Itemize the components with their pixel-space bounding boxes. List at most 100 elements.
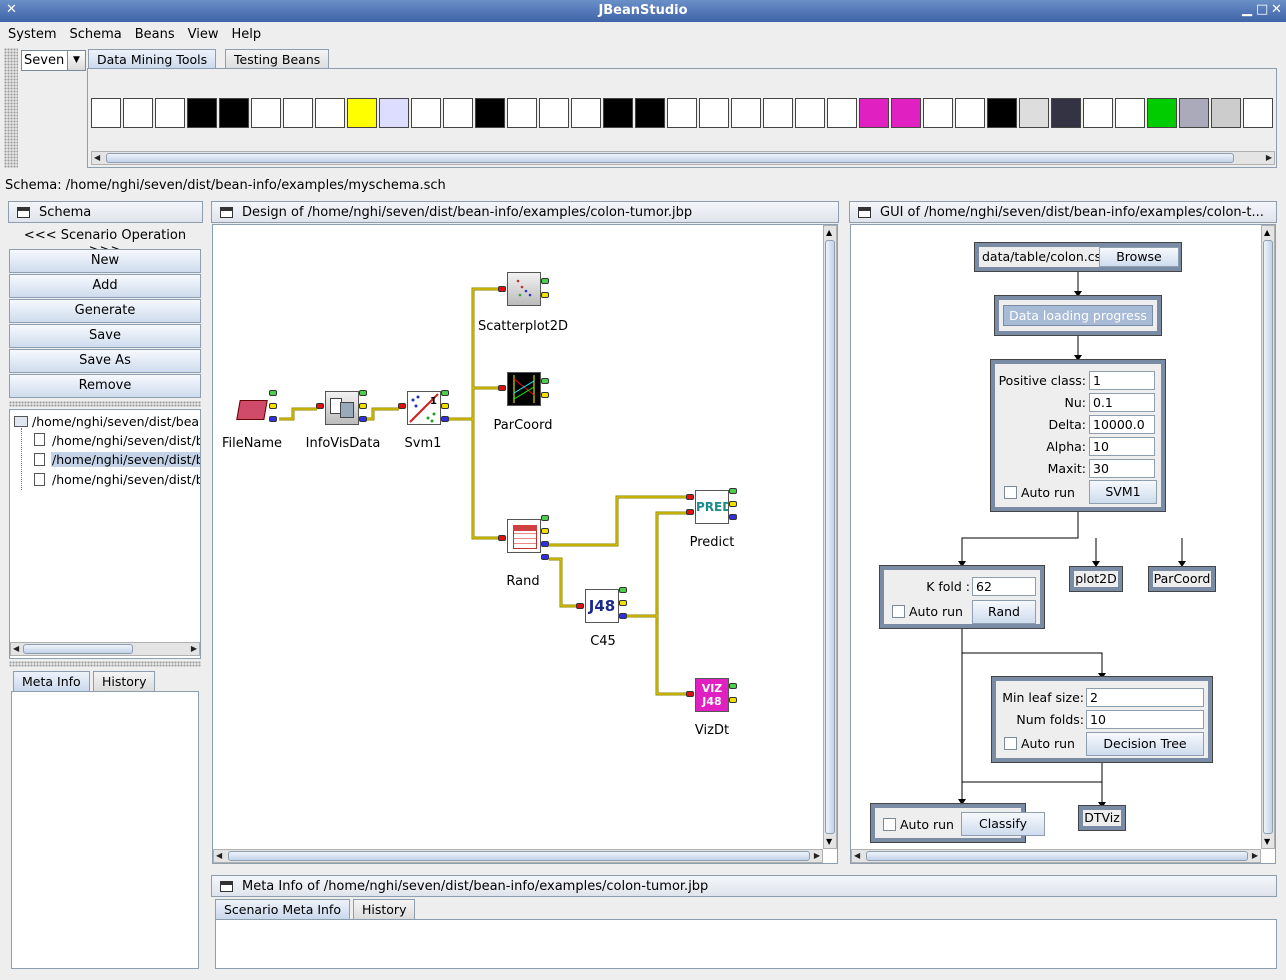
tree-item[interactable]: /home/nghi/seven/dist/b [52, 433, 201, 448]
browse-button[interactable]: Browse [1099, 247, 1179, 267]
graph-icon[interactable] [1179, 98, 1209, 128]
positive-class-field[interactable]: 1 [1089, 371, 1155, 390]
infovis-icon[interactable] [123, 98, 153, 128]
beanset-combo[interactable]: Seven ▼ [21, 50, 86, 71]
new-button[interactable]: New [9, 249, 201, 273]
tab-history[interactable]: History [93, 671, 156, 691]
knn-icon[interactable] [379, 98, 409, 128]
scroll-thumb[interactable] [1263, 240, 1273, 834]
k-fold-field[interactable]: 62 [972, 577, 1036, 596]
toolbar-grip[interactable] [4, 48, 18, 168]
classify-button[interactable]: Classify [961, 812, 1045, 836]
tree-scrollbar[interactable]: ◀ ▶ [10, 642, 200, 656]
lle-icon[interactable] [1243, 98, 1273, 128]
tab-data-mining-tools[interactable]: Data Mining Tools [88, 49, 217, 69]
min-leaf-size-field[interactable]: 2 [1086, 688, 1204, 707]
tree-item[interactable]: /home/nghi/seven/dist/b [52, 472, 201, 487]
design-vscroll[interactable]: ▲ ▼ [823, 225, 837, 849]
splitter[interactable] [9, 401, 201, 407]
vizj48-icon[interactable] [859, 98, 889, 128]
alpha-field[interactable]: 10 [1089, 437, 1155, 456]
dtviz-box[interactable]: DTViz [1078, 805, 1126, 831]
remove-button[interactable]: Remove [9, 374, 201, 398]
palette-scrollbar[interactable]: ◀ ▶ [91, 151, 1275, 165]
calendar-icon[interactable] [155, 98, 185, 128]
color-icon[interactable] [1147, 98, 1177, 128]
scroll-thumb[interactable] [825, 240, 835, 834]
j48-icon[interactable]: J48 [585, 589, 619, 623]
scatter-icon[interactable] [507, 98, 537, 128]
em-icon[interactable] [763, 98, 793, 128]
minimize-icon[interactable]: ▁ [1242, 2, 1252, 17]
scroll-thumb[interactable] [106, 153, 1234, 163]
folder-icon[interactable] [235, 391, 269, 425]
tab-meta-history[interactable]: History [353, 899, 416, 919]
decision-tree-button[interactable]: Decision Tree [1086, 732, 1204, 756]
tab-meta-info[interactable]: Meta Info [13, 671, 90, 691]
plot2d-box[interactable]: plot2D [1069, 566, 1123, 592]
vizj48-icon[interactable]: VIZ J48 [695, 678, 729, 712]
file-path-field[interactable]: data/table/colon.csv [982, 249, 1099, 264]
menu-beans[interactable]: Beans [134, 27, 175, 42]
auto-run-checkbox[interactable] [892, 605, 905, 618]
bn-icon[interactable] [347, 98, 377, 128]
menu-help[interactable]: Help [231, 27, 262, 42]
save-button[interactable]: Save [9, 324, 201, 348]
nu-field[interactable]: 0.1 [1089, 393, 1155, 412]
auto-run-checkbox[interactable] [1004, 737, 1017, 750]
design-hscroll[interactable]: ◀ ▶ [213, 849, 823, 863]
lr-icon[interactable] [443, 98, 473, 128]
pca-icon[interactable] [187, 98, 217, 128]
maxit-field[interactable]: 30 [1089, 459, 1155, 478]
rand-button[interactable]: Rand [972, 600, 1036, 624]
splitter[interactable] [9, 661, 201, 667]
grid-icon[interactable] [1051, 98, 1081, 128]
menu-system[interactable]: System [8, 27, 57, 42]
auto-run-checkbox[interactable] [883, 818, 896, 831]
scatter2-icon[interactable] [539, 98, 569, 128]
tab-scenario-meta-info[interactable]: Scenario Meta Info [215, 899, 350, 919]
j48-icon[interactable] [411, 98, 441, 128]
parcoord-icon[interactable] [987, 98, 1017, 128]
svm1-button[interactable]: SVM1 [1089, 480, 1157, 504]
pred-icon[interactable]: PRED [695, 490, 729, 524]
svm-icon[interactable] [283, 98, 313, 128]
folder-icon[interactable] [91, 98, 121, 128]
pred-icon[interactable] [699, 98, 729, 128]
tree-root[interactable]: /home/nghi/seven/dist/bean [32, 414, 201, 429]
histogram-icon[interactable] [795, 98, 825, 128]
matrix-icon[interactable] [1019, 98, 1049, 128]
parcoord-icon[interactable] [507, 372, 541, 406]
scatter-icon[interactable] [507, 272, 541, 306]
bar-icon[interactable] [315, 98, 345, 128]
calendar-icon[interactable] [507, 519, 541, 553]
gui-vscroll[interactable]: ▲ ▼ [1261, 225, 1275, 849]
chevron-down-icon[interactable]: ▼ [67, 51, 85, 70]
parcoord-box[interactable]: ParCoord [1148, 566, 1216, 592]
scroll-thumb[interactable] [23, 644, 133, 654]
design-canvas[interactable]: FileName InfoVisData 1 Svm1 Scatterplot2… [212, 224, 838, 864]
gui-hscroll[interactable]: ◀ ▶ [851, 849, 1261, 863]
svm-icon[interactable]: 1 [407, 391, 441, 425]
fda-icon[interactable] [219, 98, 249, 128]
scroll-thumb[interactable] [228, 851, 810, 861]
heatmap-icon[interactable] [1115, 98, 1145, 128]
bag-icon[interactable] [635, 98, 665, 128]
menu-view[interactable]: View [187, 27, 219, 42]
tree-icon[interactable] [1083, 98, 1113, 128]
viz-icon[interactable] [731, 98, 761, 128]
auto-run-checkbox[interactable] [1004, 486, 1017, 499]
vizbnd-icon[interactable] [891, 98, 921, 128]
save-as-button[interactable]: Save As [9, 349, 201, 373]
rf-icon[interactable] [667, 98, 697, 128]
maximize-icon[interactable]: □ [1256, 2, 1269, 17]
plot-icon[interactable] [923, 98, 953, 128]
tree-item-selected[interactable]: /home/nghi/seven/dist/b [51, 452, 200, 467]
menu-schema[interactable]: Schema [69, 27, 122, 42]
ar-icon[interactable] [827, 98, 857, 128]
tab-testing-beans[interactable]: Testing Beans [225, 49, 330, 69]
generate-button[interactable]: Generate [9, 299, 201, 323]
num-folds-field[interactable]: 10 [1086, 710, 1204, 729]
infovis-icon[interactable] [325, 391, 359, 425]
delta-field[interactable]: 10000.0 [1089, 415, 1155, 434]
